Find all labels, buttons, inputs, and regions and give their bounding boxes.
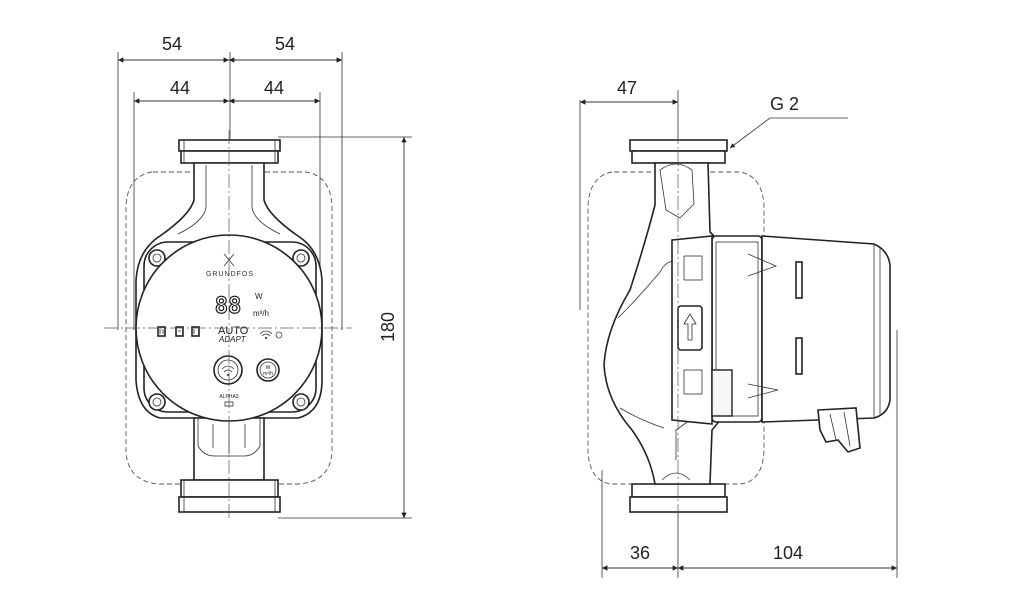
screw-top-left [148, 249, 166, 267]
screw-bottom-right [292, 393, 310, 411]
mode-indicator-icons [157, 326, 200, 337]
screw-top-right [292, 249, 310, 267]
dim-outer-left: 54 [162, 34, 182, 54]
adapt-mode-label: ADAPT [218, 335, 247, 344]
display-toggle-button[interactable]: W m³/h [256, 358, 280, 382]
dim-outer-right: 54 [275, 34, 295, 54]
wireless-status-icon [259, 330, 283, 339]
display-digits: 88 [215, 294, 242, 319]
brand-name: GRUNDFOS [206, 271, 254, 278]
unit-flow-label: m³/h [253, 309, 269, 318]
side-envelope-outline [587, 171, 765, 485]
dim-height: 180 [378, 312, 398, 342]
side-bottom-connection [629, 483, 728, 513]
front-envelope-outline [125, 171, 333, 485]
dim-top-left: 47 [617, 78, 637, 98]
cable-plug [817, 407, 861, 453]
thread-label: G 2 [770, 94, 799, 114]
front-top-connection [178, 139, 281, 164]
side-view: G 2 47 36 104 [579, 78, 898, 578]
front-bottom-connection [178, 479, 281, 513]
screw-bottom-left [148, 393, 166, 411]
wireless-button[interactable] [213, 355, 243, 385]
side-top-connection [629, 139, 728, 164]
grundfos-logo-icon [223, 253, 235, 267]
unit-power-label: W [255, 292, 263, 301]
dim-inner-right: 44 [264, 78, 284, 98]
display-toggle-label-bottom: m³/h [263, 371, 273, 377]
dim-bottom-right: 104 [773, 543, 803, 563]
flow-arrow-label [677, 305, 703, 351]
front-view: GRUNDFOS 88 W m³/h AUTO ADAPT [104, 34, 412, 520]
motor-can [761, 235, 891, 423]
dim-bottom-left: 36 [630, 543, 650, 563]
dim-inner-left: 44 [170, 78, 190, 98]
display-toggle-label-top: W [266, 365, 271, 371]
